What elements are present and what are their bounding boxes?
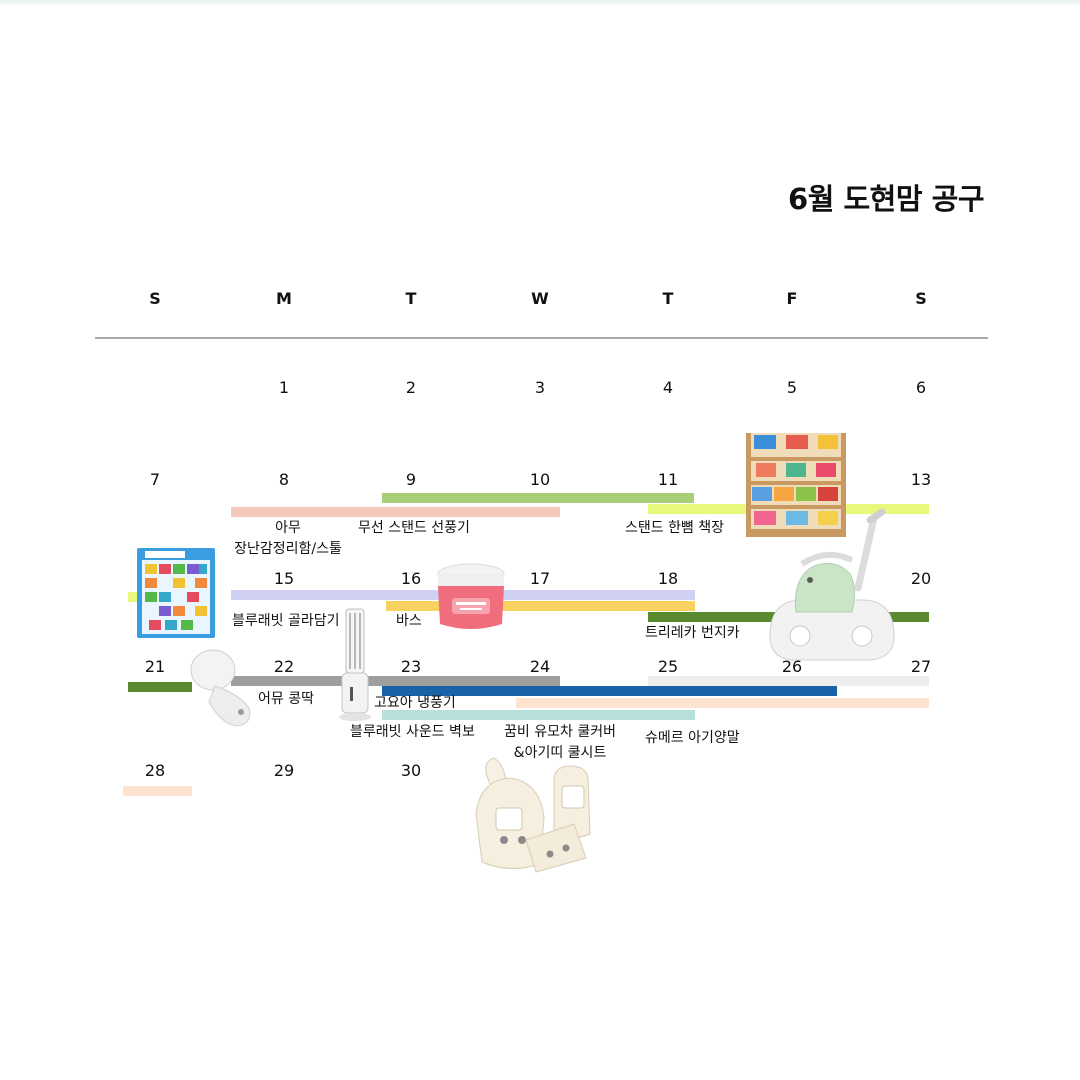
day-25: 25 (657, 657, 679, 676)
event-bar-cool-cover (516, 698, 929, 708)
day-8: 8 (278, 470, 290, 489)
event-label-toy-organizer: 아무 장난감정리함/스툴 (234, 520, 342, 557)
bookshelf-image (746, 433, 846, 537)
day-4: 4 (662, 378, 674, 397)
day-18: 18 (657, 569, 679, 588)
day-7: 7 (149, 470, 161, 489)
cool-cover-image (475, 757, 591, 873)
weekday-mon: M (276, 289, 292, 308)
weekday-wed: W (531, 289, 549, 308)
event-bar-bungee-car-cont (128, 682, 192, 692)
day-9: 9 (405, 470, 417, 489)
day-11: 11 (657, 470, 679, 489)
event-bar-stand-fan (382, 493, 694, 503)
day-13: 13 (910, 470, 932, 489)
event-label-bungee-car: 트리레카 번지카 (645, 625, 740, 641)
event-label-sound-poster: 블루래빗 사운드 벽보 (350, 724, 475, 740)
day-26: 26 (781, 657, 803, 676)
day-15: 15 (273, 569, 295, 588)
day-21: 21 (144, 657, 166, 676)
event-label-cool-cover: 꿈비 유모차 쿨커버 &아기띠 쿨시트 (504, 724, 616, 761)
tower-fan-image (339, 608, 371, 721)
event-bar-toy-organizer (231, 507, 560, 517)
weekday-thu: T (662, 289, 674, 308)
day-27: 27 (910, 657, 932, 676)
day-24: 24 (529, 657, 551, 676)
handheld-fan-image (190, 649, 251, 727)
weekday-fri: F (786, 289, 798, 308)
day-17: 17 (529, 569, 551, 588)
day-22: 22 (273, 657, 295, 676)
weekday-sat: S (915, 289, 927, 308)
day-6: 6 (915, 378, 927, 397)
day-5: 5 (786, 378, 798, 397)
event-bar-bath (386, 601, 695, 611)
day-3: 3 (534, 378, 546, 397)
event-label-socks: 슈메르 아기양말 (645, 730, 740, 746)
day-29: 29 (273, 761, 295, 780)
day-2: 2 (405, 378, 417, 397)
weekday-tue: T (405, 289, 417, 308)
day-1: 1 (278, 378, 290, 397)
event-bar-sound-poster (382, 710, 695, 720)
day-20: 20 (910, 569, 932, 588)
event-bar-socks (648, 676, 929, 686)
day-30: 30 (400, 761, 422, 780)
event-label-bookshelf: 스탠드 한뼘 책장 (625, 520, 725, 536)
day-10: 10 (529, 470, 551, 489)
weekday-sun: S (149, 289, 161, 308)
sticker-poster-image (137, 548, 215, 638)
event-label-stand-fan: 무선 스탠드 선풍기 (358, 520, 470, 536)
page-title: 6월 도현맘 공구 (788, 182, 984, 216)
event-label-bluerabbit-pick: 블루래빗 골라담기 (232, 613, 340, 629)
event-bar-cooler (382, 686, 837, 696)
header-divider (95, 337, 988, 339)
top-accent-line (0, 0, 1080, 6)
day-28: 28 (144, 761, 166, 780)
day-23: 23 (400, 657, 422, 676)
event-label-amu: 어뮤 콩딱 (258, 691, 314, 707)
day-16: 16 (400, 569, 422, 588)
event-label-cooler: 고요아 냉풍기 (374, 695, 456, 711)
bungee-car-image (769, 508, 895, 661)
event-label-bath: 바스 (396, 613, 422, 629)
event-bar-cool-cover-cont (123, 786, 192, 796)
bath-jar-image (437, 563, 505, 629)
event-bar-amu (231, 676, 560, 686)
